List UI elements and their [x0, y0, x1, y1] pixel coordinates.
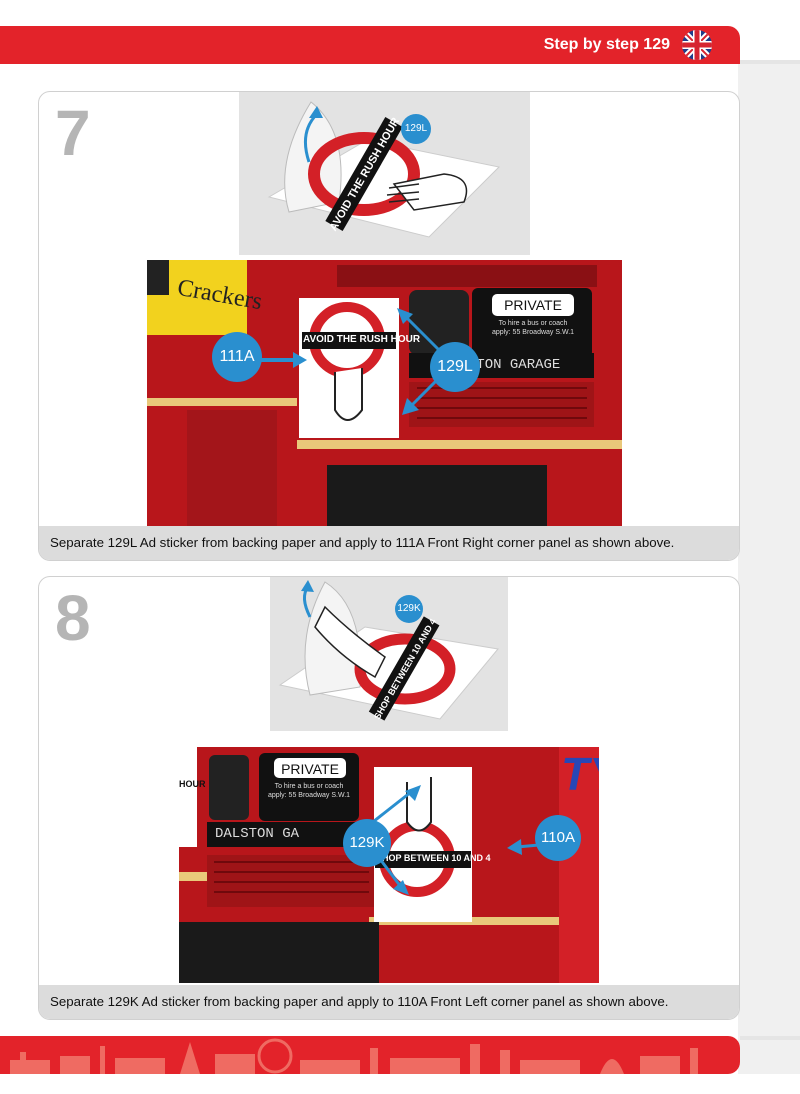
right-margin	[738, 64, 800, 1074]
step-number: 7	[55, 97, 91, 169]
ad-sticker-text: SHOP BETWEEN 10 AND 4	[376, 853, 491, 863]
sticker-tag-callout: 129L	[401, 114, 431, 144]
hire-line-2: apply: 55 Broadway S.W.1	[267, 792, 351, 799]
sticker-peel-illustration: SHOP BETWEEN 10 AND 4 129K	[270, 577, 508, 731]
destination-blind: DALSTON GA	[215, 826, 300, 842]
header-strip	[740, 60, 800, 64]
bus-front-left-photo: HOUR TY PRIVATE To hire a bus or coach a…	[179, 747, 599, 983]
side-sticker-fragment: HOUR	[179, 779, 206, 789]
step-8-card: 8 SHOP BETWEEN 10 AND 4 129K	[38, 576, 740, 1020]
page-title: Step by step 129	[543, 36, 670, 53]
step-7-card: 7 AVOID THE RUSH HOUR 129L	[38, 91, 740, 561]
ad-sticker-text: AVOID THE RUSH HOUR	[303, 334, 421, 345]
step-caption: Separate 129L Ad sticker from backing pa…	[39, 526, 739, 560]
header-bar: Step by step 129	[0, 26, 740, 64]
hire-line-2: apply: 55 Broadway S.W.1	[491, 329, 575, 336]
sticker-position-callout: 129L	[430, 342, 480, 392]
side-ad-logo: TY	[561, 748, 599, 800]
sticker-tag-callout: 129K	[395, 595, 423, 623]
private-sign: PRIVATE	[504, 297, 562, 313]
sticker-peel-illustration: AVOID THE RUSH HOUR 129L	[239, 92, 530, 255]
hire-line-1: To hire a bus or coach	[498, 320, 568, 327]
sticker-position-callout: 129K	[343, 819, 391, 867]
part-label-callout: 110A	[535, 815, 581, 861]
private-sign: PRIVATE	[281, 761, 339, 777]
uk-flag-icon	[682, 30, 712, 60]
footer-skyline-bar	[0, 1036, 740, 1074]
part-label-callout: 111A	[212, 332, 262, 382]
hire-info: To hire a bus or coach apply: 55 Broadwa…	[479, 319, 587, 337]
step-caption: Separate 129K Ad sticker from backing pa…	[39, 985, 739, 1019]
bus-front-right-photo: Crackers AVOID THE RUSH HOUR PRIVATE To …	[147, 260, 622, 526]
hire-info: To hire a bus or coach apply: 55 Broadwa…	[263, 782, 355, 800]
hire-line-1: To hire a bus or coach	[274, 783, 344, 790]
london-skyline-icon	[10, 1038, 698, 1074]
step-number: 8	[55, 582, 91, 654]
footer-strip	[740, 1036, 800, 1040]
